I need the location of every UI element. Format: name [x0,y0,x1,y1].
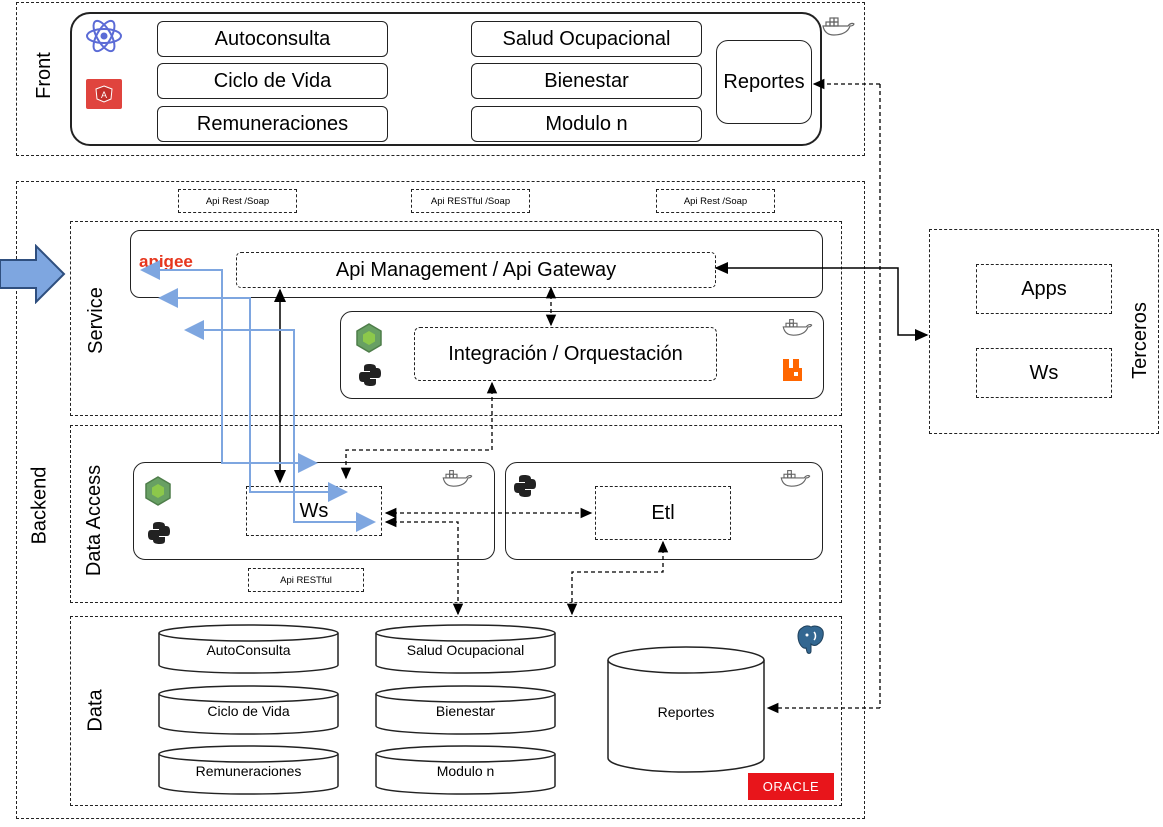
docker-icon [780,315,814,337]
api-restful-label: Api RESTful [248,568,364,592]
data-access-label-text: Data Access [83,464,106,576]
db-label: Reportes [657,704,715,720]
docker-icon [778,466,812,488]
service-label-text: Service [84,286,107,354]
svg-text:A: A [101,90,107,100]
front-label-text: Front [32,51,55,99]
postgresql-icon [794,622,828,656]
api-label-restful-soap: Api RESTful /Soap [411,189,530,213]
python-icon [357,362,383,388]
python-icon [146,520,172,546]
db-remuneraciones: Remuneraciones [157,745,340,795]
angular-icon: A [86,79,122,109]
docker-icon [820,13,856,37]
db-label: Salud Ocupacional [406,642,525,658]
db-label: Remuneraciones [195,763,302,779]
db-salud-ocupacional: Salud Ocupacional [374,624,557,674]
db-ciclo-de-vida: Ciclo de Vida [157,685,340,735]
front-module-autoconsulta[interactable]: Autoconsulta [157,21,388,57]
node-icon [355,322,383,354]
oracle-logo: ORACLE [748,773,834,800]
data-section [70,616,842,806]
front-label: Front [16,52,72,99]
etl-box[interactable]: Etl [595,486,731,540]
db-bienestar: Bienestar [374,685,557,735]
ws-box[interactable]: Ws [246,486,382,536]
service-label: Service [68,287,124,354]
terceros-label-text: Terceros [1128,301,1151,379]
front-module-ciclo-de-vida[interactable]: Ciclo de Vida [157,63,388,99]
data-access-label: Data Access [60,464,130,575]
docker-icon [440,466,474,488]
data-label-text: Data [84,688,107,732]
entry-arrow-icon [0,243,66,305]
front-section [16,2,865,156]
db-autoconsulta: AutoConsulta [157,624,340,674]
api-gateway-box[interactable]: Api Management / Api Gateway [236,252,716,288]
integration-box[interactable]: Integración / Orquestación [414,327,717,381]
node-icon [144,475,172,507]
db-reportes: Reportes [606,645,766,775]
db-modulo-n: Modulo n [374,745,557,795]
backend-section [16,181,865,819]
front-module-modulo-n[interactable]: Modulo n [471,106,702,142]
db-label: Modulo n [436,763,495,779]
terceros-section [929,229,1159,434]
front-module-remuneraciones[interactable]: Remuneraciones [157,106,388,142]
data-label: Data [68,680,124,740]
rabbitmq-icon [780,356,808,384]
front-reportes-button[interactable]: Reportes [716,40,812,124]
db-label: AutoConsulta [206,642,291,658]
db-label: Ciclo de Vida [207,703,290,719]
api-label-rest-soap-1: Api Rest /Soap [178,189,297,213]
front-module-salud-ocupacional[interactable]: Salud Ocupacional [471,21,702,57]
terceros-apps[interactable]: Apps [976,264,1112,314]
backend-label-text: Backend [28,466,51,544]
apigee-logo: apigee [139,252,193,271]
react-icon [84,16,124,56]
terceros-label: Terceros [1120,302,1160,379]
python-icon [512,473,538,499]
api-label-rest-soap-2: Api Rest /Soap [656,189,775,213]
db-label: Bienestar [435,703,496,719]
front-module-bienestar[interactable]: Bienestar [471,63,702,99]
terceros-ws[interactable]: Ws [976,348,1112,398]
